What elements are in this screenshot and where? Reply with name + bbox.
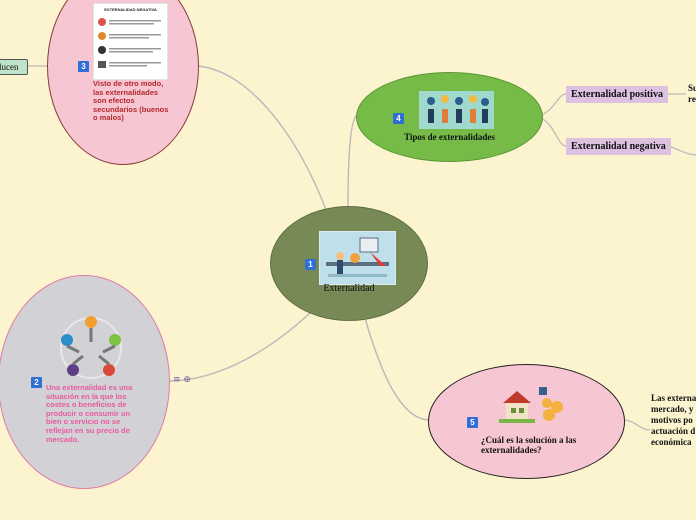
- solution-cut-line4: actuación d: [651, 426, 696, 436]
- link-central-node5: [364, 317, 431, 421]
- node5-number-badge: 5: [467, 417, 478, 428]
- card-title: EXTERNALIDAD NEGATIVA: [104, 7, 157, 12]
- negative-externality-card: EXTERNALIDAD NEGATIVA: [93, 3, 168, 80]
- node2-toolbar-icons[interactable]: ≡ ⊕: [173, 375, 191, 385]
- link-central-node3: [196, 65, 327, 211]
- link-central-node4: [347, 114, 358, 207]
- solution-cut-line2: mercado, y: [651, 404, 694, 414]
- positive-cut-line2: re: [688, 94, 696, 104]
- node3-text: Visto de otro modo, las externalidades s…: [93, 79, 169, 123]
- label-positive-externality[interactable]: Externalidad positiva: [566, 86, 668, 103]
- solution-illustration: [499, 385, 567, 427]
- central-title: Externalidad: [323, 283, 375, 294]
- link-node4-positive: [540, 93, 567, 116]
- node4-title: Tipos de externalidades: [404, 132, 495, 142]
- link-negative-right: [667, 145, 696, 156]
- node-secondary-effects[interactable]: EXTERNALIDAD NEGATIVA 3 Visto de otro mo…: [47, 0, 199, 165]
- node2-number-badge: 2: [31, 377, 42, 388]
- left-cut-tag[interactable]: lucen: [0, 59, 28, 75]
- people-circle-illustration: [53, 312, 129, 384]
- link-node5-right: [622, 419, 651, 431]
- types-illustration: [419, 91, 494, 129]
- node-externality-types[interactable]: 4 Tipos de externalidades: [356, 72, 543, 162]
- card-rows-graphic: [98, 18, 161, 68]
- central-illustration: [319, 231, 396, 285]
- solution-cut-line3: motivos po: [651, 415, 693, 425]
- central-number-badge: 1: [305, 259, 316, 270]
- node5-title: ¿Cuál es la solución a las externalidade…: [481, 435, 577, 455]
- node4-number-badge: 4: [393, 113, 404, 124]
- label-negative-externality[interactable]: Externalidad negativa: [566, 138, 671, 155]
- node-definition[interactable]: 2 Una externalidad es una situación en l…: [0, 275, 170, 489]
- node2-text: Una externalidad es una situación en la …: [46, 383, 133, 444]
- node3-number-badge: 3: [78, 61, 89, 72]
- positive-cut-text: Su re: [688, 83, 696, 105]
- link-node4-negative: [540, 117, 567, 147]
- solution-cut-line1: Las externa: [651, 393, 696, 403]
- positive-cut-line1: Su: [688, 83, 696, 93]
- solution-cut-line5: económica: [651, 437, 692, 447]
- solution-cut-text: Las externa mercado, y motivos po actuac…: [651, 393, 696, 448]
- central-node[interactable]: 1 Externalidad: [270, 206, 428, 321]
- link-central-node2: [169, 312, 311, 382]
- node-solution[interactable]: 5 ¿Cuál es la solución a las externalida…: [428, 364, 625, 479]
